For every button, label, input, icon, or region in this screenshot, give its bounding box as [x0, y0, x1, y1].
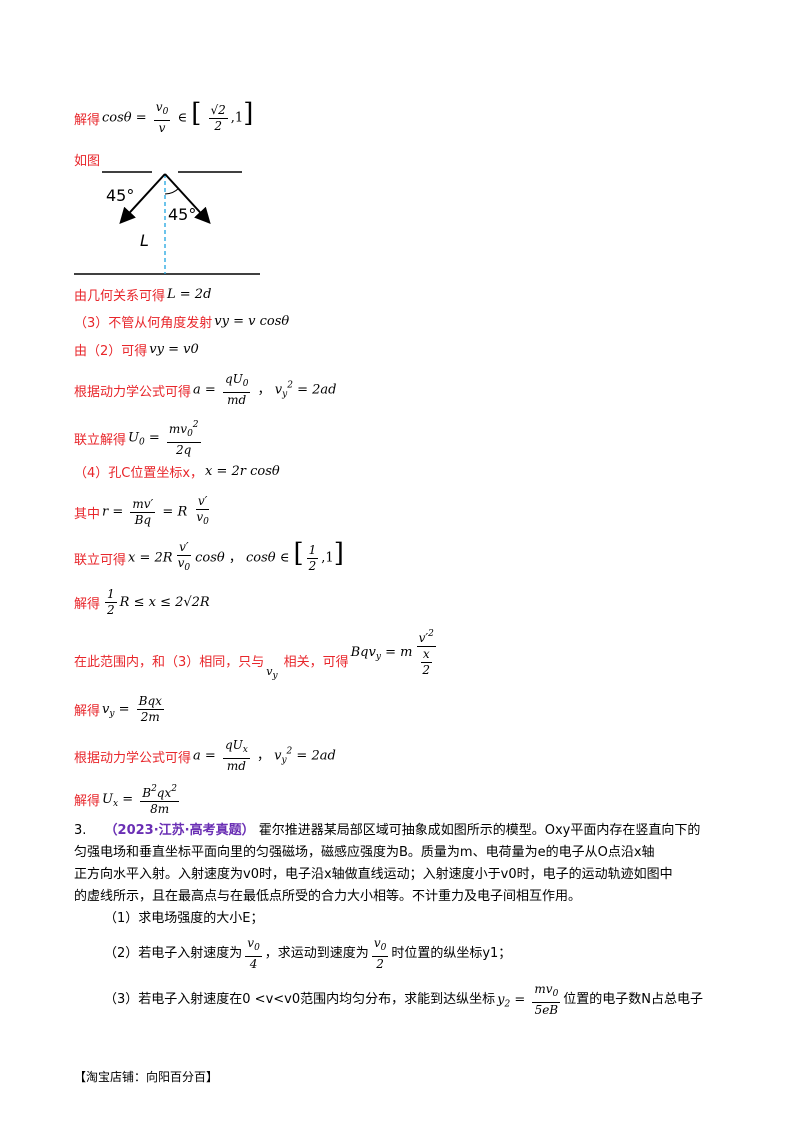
- geometry-diagram: 45° 45° L: [74, 171, 260, 275]
- angle-arc: [164, 187, 180, 195]
- problem-text: 霍尔推进器某局部区域可抽象成如图所示的模型。Oxy平面内存在竖直向下的: [258, 823, 701, 838]
- step-label: 解得: [74, 794, 101, 809]
- problem-3: 3. （2023·江苏·高考真题） 霍尔推进器某局部区域可抽象成如图所示的模型。…: [74, 820, 734, 1018]
- right-arrow: [164, 173, 211, 224]
- question-text: ，求运动到速度为: [264, 946, 369, 961]
- formula: r = mv′Bq = R v′v0: [102, 494, 210, 527]
- step-label: 解得: [74, 704, 101, 719]
- step-from-2: 由（2）可得 vy = v0: [74, 340, 199, 359]
- formula: x = 2r cosθ: [205, 464, 280, 479]
- step-label: 由（2）可得: [74, 344, 148, 359]
- question-text: （3）若电子入射速度在0 <v<v0范围内均匀分布，求能到达纵坐标: [104, 992, 496, 1007]
- problem-line-1: 3. （2023·江苏·高考真题） 霍尔推进器某局部区域可抽象成如图所示的模型。…: [74, 820, 734, 842]
- step-as-figure: 如图: [74, 150, 100, 169]
- question-text: （2）若电子入射速度为: [104, 946, 243, 961]
- angle-left-label: 45°: [106, 186, 134, 205]
- problem-text: 的虚线所示，且在最高点与在最低点所受的合力大小相等。不计重力及电子间相互作用。: [74, 889, 582, 904]
- problem-text: 匀强电场和垂直坐标平面向里的匀强磁场，磁感应强度为B。质量为m、电荷量为e的电子…: [74, 845, 655, 860]
- step-label: 解得: [74, 112, 101, 128]
- step-label: 根据动力学公式可得: [74, 750, 192, 766]
- formula: vy = v cosθ: [214, 314, 290, 329]
- angle-right-label: 45°: [168, 205, 196, 224]
- formula: L = 2d: [167, 287, 212, 302]
- step-label: （3）不管从何角度发射: [74, 316, 213, 331]
- step-label: 相关，可得: [283, 655, 349, 670]
- question-text: 位置的电子数N占总电子: [563, 992, 704, 1007]
- step-label: 在此范围内，和（3）相同，只与: [74, 655, 265, 670]
- step-label: 联立解得: [74, 432, 127, 448]
- step-label: 如图: [74, 154, 101, 169]
- length-label: L: [140, 231, 149, 250]
- step-label: （4）孔C位置坐标x，: [74, 466, 204, 481]
- question-1: （1）求电场强度的大小E；: [104, 911, 264, 926]
- step-label: 联立可得: [74, 552, 127, 568]
- problem-text: 正方向水平入射。入射速度为v0时，电子沿x轴做直线运动；入射速度小于v0时，电子…: [74, 867, 673, 882]
- problem-source: （2023·江苏·高考真题）: [104, 823, 255, 838]
- left-arrow: [119, 173, 166, 224]
- footer-shop: 【淘宝店铺：向阳百分百】: [74, 1070, 219, 1084]
- step-where: 其中 r = mv′Bq = R v′v0: [74, 494, 214, 530]
- formula: vy = v0: [149, 342, 199, 357]
- step-label: 根据动力学公式可得: [74, 384, 192, 400]
- step-label: 其中: [74, 506, 101, 522]
- problem-number: 3.: [74, 823, 87, 838]
- step-label: 解得: [74, 597, 101, 612]
- vy-symbol: vy: [266, 664, 278, 681]
- step-geometry: 由几何关系可得 L = 2d: [74, 285, 211, 304]
- question-text: 时位置的纵坐标y1；: [391, 946, 512, 961]
- question-3: （3）若电子入射速度在0 <v<v0范围内均匀分布，求能到达纵坐标 y2 = m…: [74, 982, 734, 1018]
- step-4-hole-c: （4）孔C位置坐标x， x = 2r cosθ: [74, 462, 280, 481]
- step-3-any-angle: （3）不管从何角度发射 vy = v cosθ: [74, 312, 289, 331]
- step-label: 由几何关系可得: [74, 289, 166, 304]
